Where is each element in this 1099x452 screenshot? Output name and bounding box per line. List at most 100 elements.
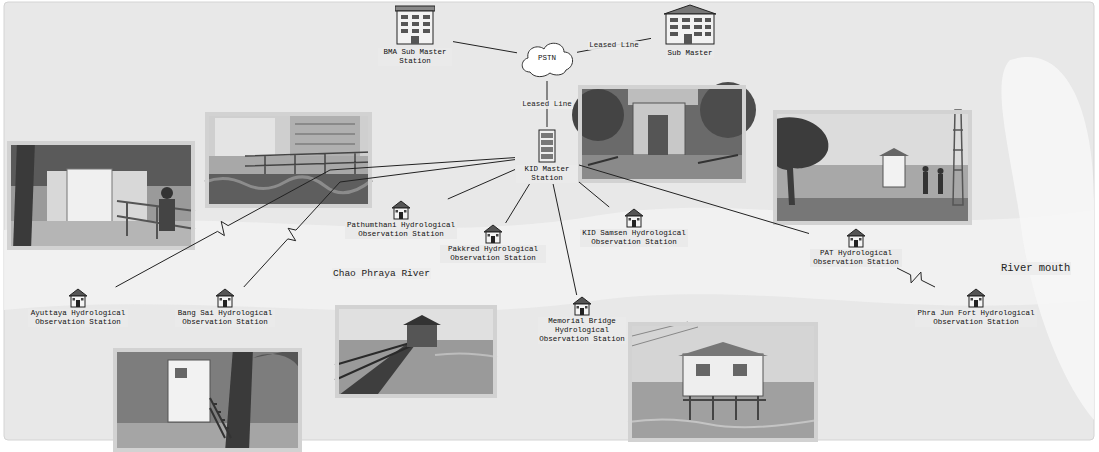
photo [205, 177, 372, 193]
photo [588, 155, 738, 165]
photo [13, 141, 35, 250]
icons [664, 5, 716, 44]
station-label: KID Samsen Hydrological Observation Stat… [580, 229, 688, 247]
photo [733, 364, 747, 376]
icon-space [634, 208, 635, 229]
photo [938, 174, 943, 194]
photo [628, 322, 818, 442]
photo [205, 174, 372, 208]
photo [210, 398, 231, 438]
photo [923, 172, 928, 194]
icons [69, 5, 985, 315]
photo [113, 348, 302, 452]
photo [295, 124, 355, 144]
photo [775, 112, 970, 223]
photo [407, 323, 437, 347]
river-label: River mouth [1000, 262, 1071, 275]
link-line [897, 268, 935, 287]
link-label: Leased Line [588, 41, 640, 50]
icon-space [976, 288, 977, 309]
network-cloud: PSTN [518, 36, 576, 80]
photo [648, 115, 668, 155]
station-label: Sub Master [666, 49, 713, 58]
icons [967, 289, 985, 307]
building-node: Sub Master [652, 4, 728, 58]
photo [773, 117, 829, 205]
icon-space [547, 128, 548, 165]
photo [696, 364, 710, 376]
icons [625, 209, 643, 227]
icon-space [493, 224, 494, 245]
photo [335, 305, 497, 398]
icons [573, 297, 591, 315]
station-label: Ayuttaya Hydrological Observation Statio… [28, 309, 128, 327]
cloud-label: PSTN [537, 54, 557, 63]
icons [69, 289, 87, 307]
photo [572, 82, 756, 183]
station-node: Ayuttaya Hydrological Observation Statio… [28, 288, 128, 327]
photo [683, 354, 763, 396]
photo [773, 165, 972, 200]
photo [403, 315, 441, 325]
photo [113, 348, 302, 452]
photo [628, 419, 818, 427]
station-node: Memorial Bridge Hydrological Observation… [538, 296, 626, 344]
photo [773, 110, 972, 225]
photo [7, 141, 195, 250]
photo [953, 110, 963, 205]
photo [168, 360, 210, 422]
photo [938, 168, 944, 174]
icons [522, 43, 572, 76]
station-label: Pakkred Hydrological Observation Station [440, 245, 546, 263]
station-label: BMA Sub Master Station [378, 48, 452, 66]
photo [773, 110, 972, 225]
icons [392, 201, 410, 219]
photo [773, 198, 972, 225]
station-node: KID Samsen Hydrological Observation Stat… [580, 208, 688, 247]
link-label: Leased Line [521, 100, 573, 109]
icon-space [225, 288, 226, 309]
photo [700, 82, 756, 138]
station-label: Pathumthani Hydrological Observation Sta… [345, 221, 457, 239]
photo [628, 322, 818, 442]
photo [633, 103, 685, 155]
building-node: BMA Sub Master Station [378, 4, 452, 66]
photo [683, 396, 766, 420]
station-label: KID Master Station [516, 165, 578, 183]
station-node: Pakkred Hydrological Observation Station [440, 224, 546, 263]
icons [539, 130, 555, 162]
photo [879, 148, 909, 156]
link-line [116, 158, 515, 287]
icons [395, 6, 435, 44]
photo [578, 155, 746, 183]
link-line [244, 160, 515, 287]
photo [159, 199, 175, 231]
photo [7, 141, 195, 250]
photo [580, 87, 744, 181]
link-line [577, 38, 651, 52]
link-line [453, 42, 517, 53]
photo [245, 152, 372, 174]
icons [216, 289, 234, 307]
photo [215, 118, 275, 158]
photo [175, 368, 187, 378]
river-label: Chao Phraya River [332, 268, 431, 279]
icon-space [415, 4, 416, 48]
icon-space [582, 296, 583, 317]
photo [113, 423, 302, 452]
photo [923, 166, 929, 172]
station-label: PAT Hydrological Observation Station [810, 249, 902, 267]
station-label: Memorial Bridge Hydrological Observation… [538, 317, 626, 344]
station-label: Phra Jun Fort Hydrological Observation S… [915, 309, 1037, 327]
photo [435, 353, 497, 357]
photo [9, 143, 193, 248]
photo [205, 112, 372, 208]
icon-space [401, 200, 402, 221]
photo [335, 305, 497, 398]
station-node: Phra Jun Fort Hydrological Observation S… [915, 288, 1037, 327]
master-station: KID Master Station [516, 128, 578, 183]
station-node: Bang Sai Hydrological Observation Statio… [175, 288, 275, 327]
